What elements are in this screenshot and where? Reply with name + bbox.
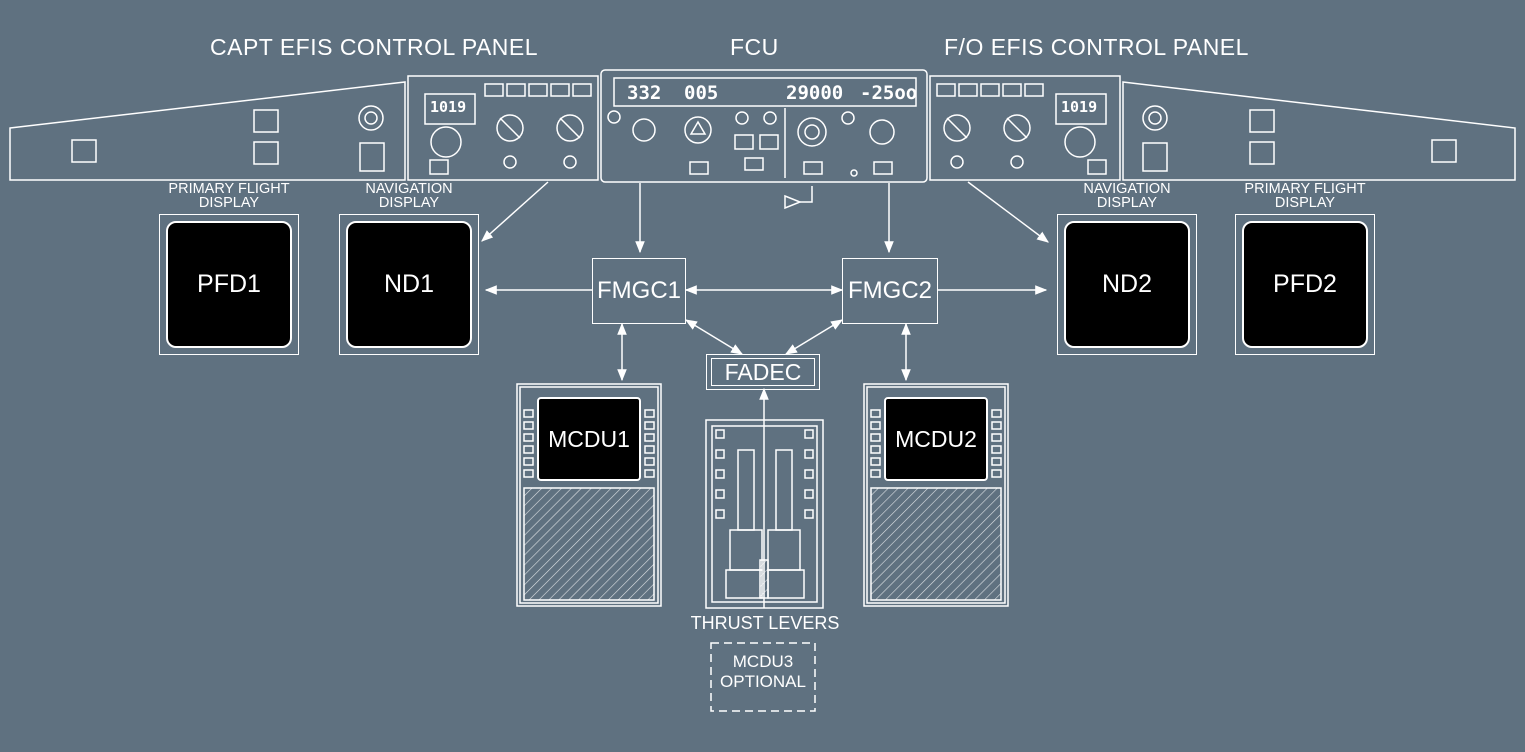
- capt-efis-title: CAPT EFIS CONTROL PANEL: [210, 34, 539, 60]
- fmgc2-box: FMGC2: [842, 258, 938, 324]
- mcdu2-screen: MCDU2: [884, 397, 988, 481]
- mcdu3-optional-box: [710, 642, 816, 712]
- mcdu2-body: [863, 383, 1009, 607]
- capt-baro-readout: 1019: [430, 98, 467, 116]
- link-capt-efis-nd1: [481, 181, 549, 242]
- fadec-box: FADEC: [711, 358, 815, 386]
- thrust-levers-label: THRUST LEVERS: [690, 613, 840, 633]
- fcu-panel: [600, 69, 928, 210]
- fcu-vs-readout: -25oo: [860, 82, 918, 104]
- nd1-bezel: [339, 214, 479, 355]
- nd1-caption: NAVIGATION DISPLAY: [365, 181, 453, 211]
- fcu-title: FCU: [730, 34, 779, 60]
- pfd2-bezel: [1235, 214, 1375, 355]
- pfd1-bezel: [159, 214, 299, 355]
- mcdu3-optional-label: OPTIONAL: [720, 672, 806, 691]
- link-fo-efis-nd2: [967, 181, 1049, 243]
- pfd2-screen: PFD2: [1242, 221, 1368, 348]
- capt-efis-panel: [9, 75, 599, 181]
- fcu-altitude-readout: 29000: [786, 82, 844, 104]
- link-fmgc1-fadec: [684, 319, 744, 355]
- fo-efis-panel: [929, 75, 1516, 181]
- mcdu1-screen: MCDU1: [537, 397, 641, 481]
- fadec-outer: [706, 354, 820, 390]
- nd2-screen: ND2: [1064, 221, 1190, 348]
- thrust-lever-quadrant: [705, 419, 824, 609]
- mcdu3-label: MCDU3: [732, 652, 794, 671]
- fmgc1-box: FMGC1: [592, 258, 686, 324]
- mcdu1-body: [516, 383, 662, 607]
- connections: [481, 181, 1049, 420]
- fo-efis-title: F/O EFIS CONTROL PANEL: [944, 34, 1249, 60]
- link-fmgc2-fadec: [784, 319, 844, 355]
- fo-baro-readout: 1019: [1061, 98, 1098, 116]
- pfd1-screen: PFD1: [166, 221, 292, 348]
- pfd1-caption: PRIMARY FLIGHT DISPLAY: [168, 181, 290, 211]
- fcu-heading-readout: 005: [684, 82, 719, 104]
- nd1-screen: ND1: [346, 221, 472, 348]
- fcu-speed-readout: 332: [627, 82, 662, 104]
- nd2-caption: NAVIGATION DISPLAY: [1083, 181, 1171, 211]
- nd2-bezel: [1057, 214, 1197, 355]
- pfd2-caption: PRIMARY FLIGHT DISPLAY: [1244, 181, 1366, 211]
